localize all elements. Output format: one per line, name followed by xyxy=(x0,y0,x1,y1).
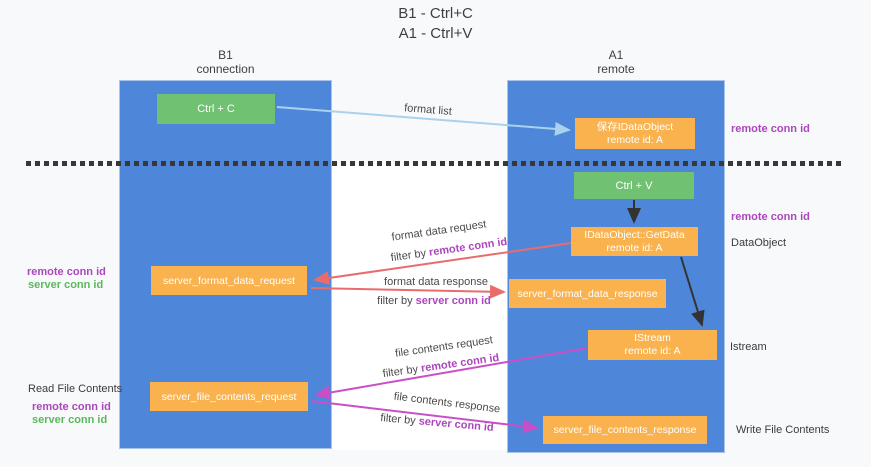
file-contents-request-arrow xyxy=(314,347,589,400)
diagram-title-line2: A1 - Ctrl+V xyxy=(398,25,473,42)
column-gap-background xyxy=(332,163,508,450)
node-server-file-contents-request-label: server_file_contents_request xyxy=(161,390,297,403)
node-save-idataobject-line1: 保存IDataObject xyxy=(596,120,674,133)
column-a1-subtitle: remote xyxy=(597,62,635,76)
format-data-request-arrow xyxy=(313,242,572,285)
node-server-format-data-request-label: server_format_data_request xyxy=(163,274,295,287)
node-server-format-data-response-label: server_format_data_response xyxy=(517,287,658,300)
phase-separator-dashed-line xyxy=(26,161,845,166)
node-server-file-contents-response: server_file_contents_response xyxy=(543,416,707,444)
format-data-response-arrow xyxy=(310,284,506,299)
diagram-title-line1: B1 - Ctrl+C xyxy=(398,5,473,22)
dataobject-label: DataObject xyxy=(731,237,787,249)
column-b1-title: B1 xyxy=(218,48,233,62)
node-istream: IStream remote id: A xyxy=(588,330,717,360)
node-idataobject-getdata: IDataObject::GetData remote id: A xyxy=(571,227,698,256)
diagram-title: B1 - Ctrl+C A1 - Ctrl+V xyxy=(0,4,871,44)
filter-by-text: filter by xyxy=(377,295,416,307)
node-server-file-contents-request: server_file_contents_request xyxy=(150,382,308,411)
file-contents-response-arrow xyxy=(310,400,539,434)
node-server-format-data-request: server_format_data_request xyxy=(151,266,307,295)
node-server-format-data-response: server_format_data_response xyxy=(509,279,666,308)
node-ctrl-v-label: Ctrl + V xyxy=(615,179,653,192)
format-list-arrow xyxy=(276,106,571,136)
left-server-conn-id-label-2: server conn id xyxy=(32,414,108,426)
right-remote-conn-id-label-top: remote conn id xyxy=(731,123,810,135)
node-ctrl-v: Ctrl + V xyxy=(574,172,694,199)
right-remote-conn-id-label-mid: remote conn id xyxy=(731,211,810,223)
format-data-response-label: format data response xyxy=(384,276,488,288)
column-header-b1: B1 connection xyxy=(119,48,332,76)
node-istream-line2: remote id: A xyxy=(624,345,681,357)
column-b1-subtitle: connection xyxy=(196,62,255,76)
getdata-to-istream-arrow xyxy=(680,256,705,327)
read-file-contents-label: Read File Contents xyxy=(28,383,123,395)
left-server-conn-id-label-1: server conn id xyxy=(28,279,104,291)
write-file-contents-label: Write File Contents xyxy=(736,424,830,436)
format-data-response-filter-label: filter by server conn id xyxy=(377,295,491,307)
node-istream-line1: IStream xyxy=(634,332,671,344)
node-idataobject-getdata-line2: remote id: A xyxy=(606,241,663,254)
node-ctrl-c: Ctrl + C xyxy=(157,94,275,124)
column-a1-title: A1 xyxy=(608,48,624,62)
left-remote-conn-id-label-1: remote conn id xyxy=(27,266,106,278)
server-conn-id-text: server conn id xyxy=(415,295,491,307)
node-ctrl-c-label: Ctrl + C xyxy=(197,103,235,115)
node-idataobject-getdata-line1: IDataObject::GetData xyxy=(584,228,685,241)
node-server-file-contents-response-label: server_file_contents_response xyxy=(553,424,697,436)
left-remote-conn-id-label-2: remote conn id xyxy=(32,401,111,413)
node-save-idataobject-line2: remote id: A xyxy=(606,133,664,146)
column-header-a1: A1 remote xyxy=(507,48,725,76)
istream-label: Istream xyxy=(730,341,767,353)
node-save-idataobject: 保存IDataObject remote id: A xyxy=(575,118,695,149)
